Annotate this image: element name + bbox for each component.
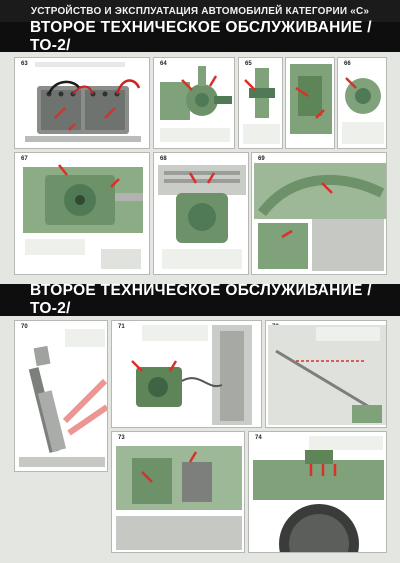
poster-title: УСТРОЙСТВО И ЭКСПЛУАТАЦИЯ АВТОМОБИЛЕЙ КА… (30, 5, 370, 17)
panel-69: 69 (251, 152, 387, 275)
section-title-top-text: ВТОРОЕ ТЕХНИЧЕСКОЕ ОБСЛУЖИВАНИЕ /ТО-2/ (30, 19, 372, 54)
panel-number: 70 (21, 324, 28, 330)
panel-68: 68 (153, 152, 249, 275)
poster-header: УСТРОЙСТВО И ЭКСПЛУАТАЦИЯ АВТОМОБИЛЕЙ КА… (0, 0, 400, 22)
panel-66-large (285, 57, 335, 149)
panel-72: 72 (265, 320, 387, 428)
shock-absorber-illustration (19, 329, 107, 467)
panel-number: 73 (118, 435, 125, 441)
panel-66: 66 (337, 57, 387, 149)
gear-housing-illustration (342, 77, 384, 144)
spare-wheel-bracket-illustration (253, 436, 384, 552)
panel-number: 63 (21, 61, 28, 67)
panel-number: 64 (160, 61, 167, 67)
mechanism-illustration (290, 64, 332, 134)
bracket-illustration (116, 446, 242, 550)
gearbox-illustration (158, 165, 246, 269)
section-title-bottom: ВТОРОЕ ТЕХНИЧЕСКОЕ ОБСЛУЖИВАНИЕ /ТО-2/ (0, 282, 400, 317)
valve-illustration (243, 68, 280, 144)
battery-illustration (25, 79, 141, 142)
panel-number: 74 (255, 435, 262, 441)
trailer-hook-illustration (160, 66, 232, 142)
panel-70: 70 (14, 320, 108, 472)
frame-joint-illustration (254, 163, 386, 271)
section-title-bottom-text: ВТОРОЕ ТЕХНИЧЕСКОЕ ОБСЛУЖИВАНИЕ /ТО-2/ (30, 282, 372, 317)
panel-65: 65 (238, 57, 283, 149)
panel-74: 74 (248, 431, 387, 553)
transfer-case-illustration (23, 164, 143, 269)
panel-63: 63 (14, 57, 150, 149)
panel-number: 68 (160, 156, 167, 162)
panel-73: 73 (111, 431, 245, 553)
panel-64: 64 (153, 57, 235, 149)
panel-67: 67 (14, 152, 150, 275)
panel-number: 71 (118, 324, 125, 330)
panel-71: 71 (111, 320, 262, 428)
panel-caption (35, 62, 125, 67)
cable-illustration (268, 325, 386, 425)
panel-number: 67 (21, 156, 28, 162)
panel-number: 66 (344, 61, 351, 67)
panel-number: 65 (245, 61, 252, 67)
panel-number: 69 (258, 156, 265, 162)
compressor-illustration (131, 325, 252, 425)
section-title-top: ВТОРОЕ ТЕХНИЧЕСКОЕ ОБСЛУЖИВАНИЕ /ТО-2/ (0, 19, 400, 54)
